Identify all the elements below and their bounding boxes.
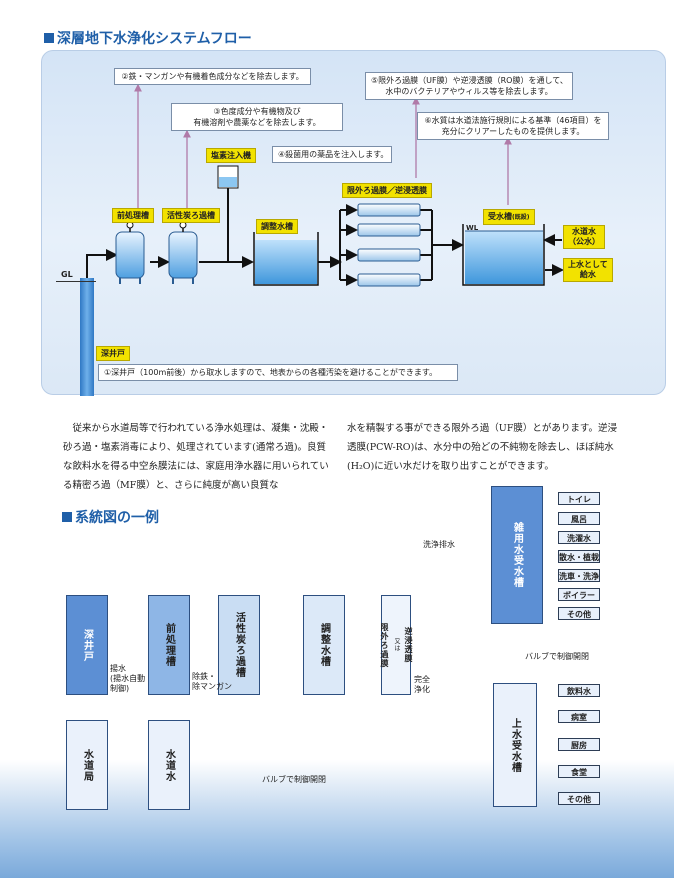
note-step1: ①深井戸（100m前後）から取水しますので、地表からの各種汚染を避けることができ… (98, 364, 458, 381)
chlorine-injector (217, 165, 239, 189)
label-gl: GL (61, 270, 73, 279)
title-square-icon (44, 33, 54, 43)
paragraph-right: 水を精製する事ができる限外ろ過（UF膜）とがあります。逆浸透膜(PCW-RO)は… (347, 423, 617, 472)
note-step3: ③色度成分や有機物及び有機溶剤や農薬などを除去します。 (171, 103, 343, 131)
note-step6: ⑥水質は水道法施行規則による基準（46項目）を充分にクリアーしたものを提供します… (417, 112, 609, 140)
label-membrane: 限外ろ過膜／逆浸透膜 (342, 183, 432, 198)
block-city-office: 水道局 (66, 720, 108, 810)
caption-valve-2: バルブで制御開閉 (262, 775, 326, 784)
misc-output-boiler: ボイラー (558, 588, 600, 601)
misc-output-carwash: 洗車・洗浄 (558, 569, 600, 582)
potable-output-kitchen: 厨房 (558, 738, 600, 751)
label-citywater: 水道水（公水） (563, 225, 605, 249)
label-chlorine: 塩素注入機 (206, 148, 256, 163)
potable-output-ward: 病室 (558, 710, 600, 723)
pretreat-tank (115, 221, 145, 284)
misc-output-watering: 散水・植栽 (558, 550, 600, 563)
label-pretreat: 前処理槽 (112, 208, 154, 223)
note-step5: ⑤限外ろ過膜（UF膜）や逆浸透膜（RO膜）を通して、水中のバクテリアやウィルス等… (365, 72, 573, 100)
label-wl: WL (466, 224, 479, 232)
caption-pump: 揚水(揚水自動制御) (110, 664, 146, 693)
block-carbon: 活性炭ろ過槽 (218, 595, 260, 695)
adjust-tank (253, 232, 319, 286)
caption-wash: 洗浄排水 (423, 540, 455, 549)
label-well: 深井戸 (96, 346, 130, 361)
label-receive: 受水槽(既設) (483, 209, 535, 225)
misc-output-other: その他 (558, 607, 600, 620)
paragraph-left: 従来から水道局等で行われている浄水処理は、凝集・沈殿・砂ろ過・塩素消毒により、処… (63, 423, 329, 491)
potable-output-other: その他 (558, 792, 600, 805)
caption-pure: 完全浄化 (414, 675, 430, 694)
block-well: 深井戸 (66, 595, 108, 695)
misc-output-toilet: トイレ (558, 492, 600, 505)
well-pipe (80, 278, 94, 396)
block-adjust: 調整水槽 (303, 595, 345, 695)
label-carbon: 活性炭ろ過槽 (162, 208, 220, 223)
membrane-units (357, 203, 421, 287)
flow-diagram (56, 83, 564, 396)
receive-tank (462, 224, 545, 286)
potable-output-drinking: 飲料水 (558, 684, 600, 697)
caption-iron: 除鉄・除マンガン (192, 672, 232, 691)
block-misc-tank: 雑用水受水槽 (491, 486, 543, 624)
misc-output-laundry: 洗濯水 (558, 531, 600, 544)
misc-output-bath: 風呂 (558, 512, 600, 525)
potable-output-dining: 食堂 (558, 765, 600, 778)
title-square-icon (62, 512, 72, 522)
section-title-flow: 深層地下水浄化システムフロー (44, 28, 252, 48)
block-membrane: 限外ろ過膜 又は 逆浸透膜 (380, 595, 413, 695)
note-step4: ④殺菌用の薬品を注入します。 (272, 146, 392, 163)
block-potable-tank: 上水受水槽 (493, 683, 537, 807)
carbon-tank (168, 221, 198, 284)
note-step2: ②鉄・マンガンや有機着色成分などを除去します。 (114, 68, 311, 85)
block-pretreat: 前処理槽 (148, 595, 190, 695)
section-title-system: 系統図の一例 (62, 507, 159, 527)
block-city-water: 水道水 (148, 720, 190, 810)
label-supply: 上水として給水 (563, 258, 613, 282)
label-adjust: 調整水槽 (256, 219, 298, 234)
caption-valve-1: バルブで制御開閉 (525, 652, 589, 661)
